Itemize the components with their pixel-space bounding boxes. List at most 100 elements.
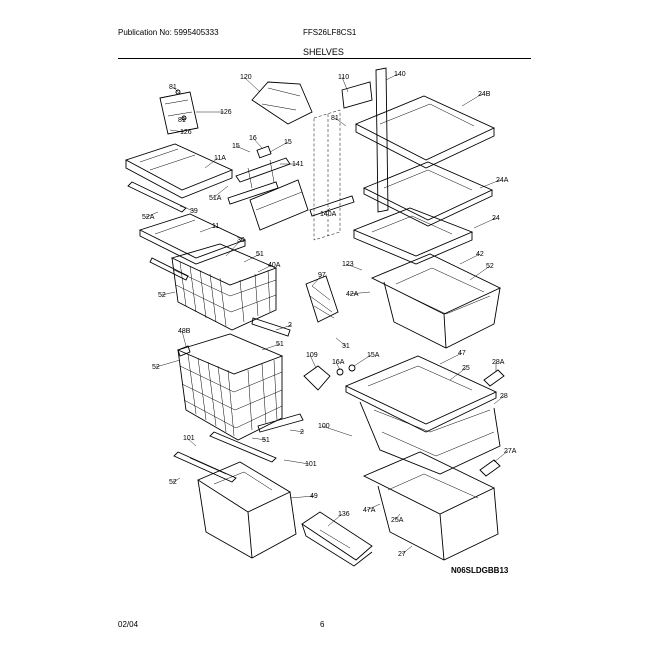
- callout-label-42: 16A: [332, 359, 345, 366]
- callout-leader-24: [172, 477, 181, 483]
- callout-leader-49: [493, 450, 509, 463]
- callout-label-36: 123: [342, 261, 354, 268]
- footer-date: 02/04: [118, 620, 139, 629]
- callout-leader-0: [172, 86, 181, 95]
- callout-label-18: 48B: [178, 328, 191, 335]
- callout-label-14: 51: [256, 251, 264, 258]
- callout-labels: 811268112615161514111A51A3952A11305140A5…: [142, 71, 517, 558]
- callout-leader-18: [181, 330, 187, 347]
- callout-label-9: 51A: [209, 195, 222, 202]
- callout-label-30: 81: [331, 115, 339, 122]
- callout-leader-27: [243, 76, 261, 93]
- callout-leader-35: [459, 253, 481, 265]
- bin-136: [301, 511, 373, 567]
- callout-leader-16: [161, 291, 176, 296]
- callout-label-35: 42: [476, 251, 484, 258]
- callout-label-28: 110: [338, 74, 349, 81]
- callout-leader-11: [145, 211, 159, 218]
- callout-label-46: 28A: [492, 359, 505, 366]
- callout-label-43: 15A: [367, 352, 380, 359]
- callout-leader-31: [461, 93, 483, 107]
- callout-label-19: 51: [276, 341, 284, 348]
- callout-leader-41: [309, 354, 317, 369]
- callout-label-7: 141: [292, 161, 304, 168]
- publication-number: Publication No: 5995405333: [118, 28, 219, 37]
- callout-label-37: 52: [486, 263, 494, 270]
- callout-label-53: 136: [338, 511, 350, 518]
- crisper-drawer-42: [370, 253, 502, 349]
- callout-label-24: 52: [169, 479, 177, 486]
- callout-label-20: 52: [152, 364, 160, 371]
- callout-leader-19: [261, 343, 281, 351]
- callout-leader-38: [311, 274, 323, 287]
- callout-label-8: 11A: [214, 155, 226, 162]
- callout-leader-15: [257, 264, 273, 273]
- callout-leader-17: [275, 324, 293, 331]
- shelf-rails-lower-left: [173, 431, 277, 483]
- callout-label-39: 42A: [346, 291, 359, 298]
- callout-leader-48: [321, 425, 353, 437]
- fan-housing-97: [305, 275, 339, 323]
- callout-label-25: 101: [305, 461, 317, 468]
- callout-label-4: 15: [232, 143, 240, 150]
- drawer-slides: [479, 369, 505, 477]
- callout-leader-10: [179, 205, 195, 212]
- shelf-24: [352, 207, 474, 265]
- model-number: FFS26LF8CS1: [303, 28, 357, 37]
- drawing-code: N06SLDGBB13: [451, 566, 509, 575]
- callout-label-1: 126: [220, 109, 232, 116]
- callout-label-6: 15: [284, 139, 292, 146]
- shelf-24a: [362, 161, 494, 227]
- callout-leader-42: [335, 361, 341, 371]
- callout-leader-51: [394, 513, 401, 521]
- callout-leader-30: [334, 117, 347, 127]
- callout-leader-32: [479, 179, 501, 189]
- callout-leader-44: [439, 352, 463, 365]
- callout-leader-45: [449, 367, 467, 381]
- callout-label-38: 97: [318, 272, 326, 279]
- callout-label-16: 52: [158, 292, 166, 299]
- section-title: SHELVES: [303, 47, 344, 57]
- callout-leader-53: [327, 513, 343, 527]
- callout-leader-25: [283, 459, 310, 465]
- callout-label-12: 11: [212, 223, 219, 230]
- callout-label-48: 100: [318, 423, 330, 430]
- callout-label-22: 51: [262, 437, 270, 444]
- callout-label-2: 81: [178, 117, 186, 124]
- callout-label-33: 24: [492, 215, 500, 222]
- callout-leader-20: [155, 359, 181, 368]
- upright-rails: [341, 67, 389, 213]
- callout-leader-40: [335, 337, 347, 347]
- callout-label-3: 126: [180, 129, 192, 136]
- crisper-pan-47: [344, 355, 498, 433]
- callout-label-10: 39: [190, 208, 198, 215]
- callout-label-52: 27: [398, 551, 406, 558]
- hinge-assembly-141: [227, 145, 291, 205]
- door-bin-120: [251, 81, 313, 125]
- callout-label-47: 28: [500, 393, 508, 400]
- callout-label-45: 25: [462, 365, 470, 372]
- callout-leader-52: [401, 545, 413, 555]
- callout-label-31: 24B: [478, 91, 491, 98]
- callout-leader-8: [204, 157, 219, 169]
- light-assembly-109: [303, 364, 356, 391]
- callout-label-11: 52A: [142, 214, 155, 221]
- callout-label-44: 47: [458, 350, 466, 357]
- page-number: 6: [320, 620, 325, 629]
- callout-label-29: 140: [394, 71, 406, 78]
- callout-leader-6: [269, 141, 289, 153]
- crisper-drawer-27: [362, 451, 499, 561]
- callout-label-5: 16: [249, 135, 257, 142]
- callout-label-34: 140A: [320, 211, 337, 218]
- callout-leader-34: [323, 207, 331, 215]
- callout-leader-22: [251, 437, 267, 441]
- wire-basket-upper: [149, 243, 291, 337]
- callout-label-51: 25A: [391, 517, 404, 524]
- callout-leader-23: [186, 437, 197, 447]
- callout-leader-50: [366, 503, 381, 511]
- callout-label-23: 101: [183, 435, 195, 442]
- cabinet-outline: [313, 109, 341, 241]
- shelf-24b: [354, 95, 496, 169]
- glass-shelf-11: [138, 213, 247, 265]
